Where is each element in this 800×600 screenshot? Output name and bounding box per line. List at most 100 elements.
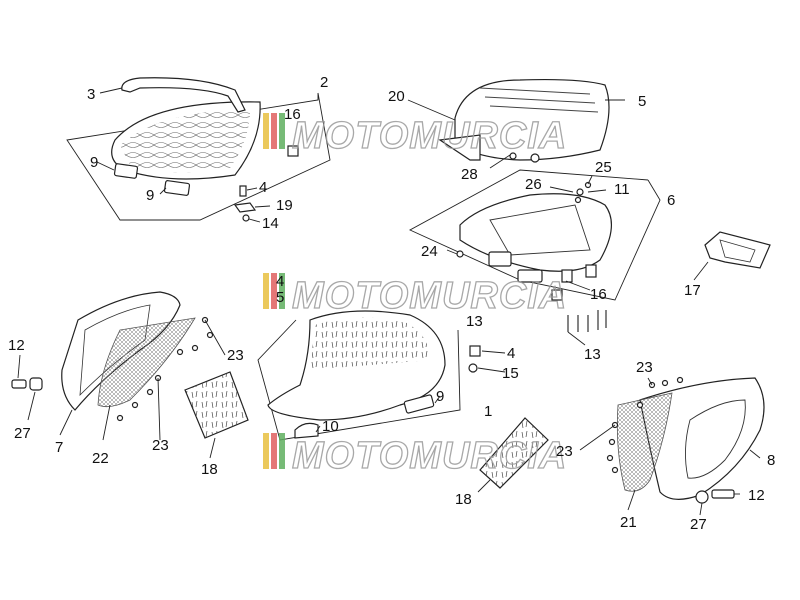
label-18a: 18 — [201, 461, 218, 478]
label-4c: 4 — [276, 273, 284, 290]
clip-10 — [294, 422, 319, 439]
label-6: 6 — [667, 192, 675, 209]
label-2: 2 — [320, 74, 328, 91]
label-16a: 16 — [284, 106, 301, 123]
bolt-16a — [287, 145, 299, 157]
label-23b: 23 — [152, 437, 169, 454]
label-9a: 9 — [90, 154, 98, 171]
fastener-28b — [530, 153, 540, 163]
watermark-bar-red — [271, 273, 277, 309]
watermark-text-bottom: MOTOMURCIA — [292, 435, 567, 477]
rubber-12a — [11, 379, 27, 389]
label-23d: 23 — [556, 443, 573, 460]
fastener-28a — [509, 152, 517, 160]
label-5: 5 — [638, 93, 646, 110]
watermark-bar-yellow — [263, 113, 269, 149]
seat-cover-pattern — [120, 110, 250, 173]
bolt-4b — [469, 345, 481, 357]
label-13a: 13 — [466, 313, 483, 330]
watermark-bar-red — [271, 433, 277, 469]
bolt-25 — [584, 181, 592, 189]
label-17: 17 — [684, 282, 701, 299]
bolt-4a — [239, 185, 247, 197]
watermark-bar-green — [279, 113, 285, 149]
label-7: 7 — [55, 439, 63, 456]
screws-23a — [176, 316, 214, 356]
bolt-11 — [576, 188, 584, 196]
group-rider-seat — [257, 310, 506, 441]
label-8: 8 — [767, 452, 775, 469]
watermark-bar-green — [279, 433, 285, 469]
spacer-16b-1 — [561, 269, 573, 283]
nut-14 — [242, 214, 250, 222]
pad-9b — [163, 180, 191, 196]
group-seat-base — [408, 169, 661, 346]
spacer-27a — [29, 377, 43, 391]
label-22: 22 — [92, 450, 109, 467]
group-pad-18a — [184, 371, 249, 459]
screws-23d — [606, 421, 619, 474]
label-16b: 16 — [590, 286, 607, 303]
label-25: 25 — [595, 159, 612, 176]
label-14: 14 — [262, 215, 279, 232]
screw-set-13 — [567, 310, 607, 332]
label-15: 15 — [502, 365, 519, 382]
watermark-bar-yellow — [263, 433, 269, 469]
label-27a: 27 — [14, 425, 31, 442]
label-12a: 12 — [8, 337, 25, 354]
rider-seat-stitching — [310, 317, 430, 370]
pin-24 — [456, 250, 464, 258]
label-19: 19 — [276, 197, 293, 214]
bracket-17-inner — [719, 239, 756, 263]
tail-fairing-5 — [454, 78, 610, 161]
mesh-21 — [616, 392, 673, 492]
seat-base-6 — [459, 193, 612, 272]
label-9b: 9 — [146, 187, 154, 204]
bracket-17 — [704, 231, 771, 269]
label-23c: 23 — [636, 359, 653, 376]
pad-18a-texture — [185, 372, 248, 438]
label-13b: 13 — [584, 346, 601, 363]
watermark-bottom: MOTOMURCIA — [263, 433, 567, 478]
part-labels: 3 2 16 9 9 4 19 14 20 5 28 25 26 11 6 24… — [8, 74, 775, 533]
pad-9c — [403, 394, 435, 414]
watermark-bar-yellow — [263, 273, 269, 309]
label-3: 3 — [87, 86, 95, 103]
label-12b: 12 — [748, 487, 765, 504]
spacer-16b-3 — [551, 289, 563, 301]
label-18b: 18 — [455, 491, 472, 508]
mesh-22 — [97, 317, 196, 408]
latch-24 — [488, 251, 512, 267]
screws-23c — [636, 376, 684, 409]
grab-handle-3 — [121, 77, 246, 113]
group-bracket-17 — [693, 231, 771, 281]
watermark-text-top: MOTOMURCIA — [292, 115, 567, 157]
label-21: 21 — [620, 514, 637, 531]
fairing-underside — [438, 134, 481, 161]
pad-9a — [113, 163, 139, 179]
label-20: 20 — [388, 88, 405, 105]
label-24: 24 — [421, 243, 438, 260]
group-tail-fairing — [407, 78, 625, 169]
washer-19 — [233, 202, 257, 213]
screws-23b — [116, 374, 162, 422]
watermark-top: MOTOMURCIA — [263, 113, 567, 158]
group-left-side-panel — [11, 291, 226, 441]
seat-base-inner — [489, 204, 591, 256]
watermark-bar-red — [271, 113, 277, 149]
watermark-middle: MOTOMURCIA — [263, 273, 567, 318]
label-10: 10 — [322, 418, 339, 435]
pad-18b-texture — [480, 418, 548, 488]
washer-15 — [468, 363, 478, 373]
label-23a: 23 — [227, 347, 244, 364]
group-right-side-panel — [579, 376, 765, 516]
label-4a: 4 — [259, 179, 267, 196]
bolt-26 — [574, 196, 582, 204]
side-panel-8-window — [685, 399, 746, 479]
label-4b: 4 — [507, 345, 515, 362]
label-5b: 5 — [276, 289, 284, 306]
fairing-stripes — [479, 87, 599, 113]
rubber-12b — [711, 489, 735, 499]
